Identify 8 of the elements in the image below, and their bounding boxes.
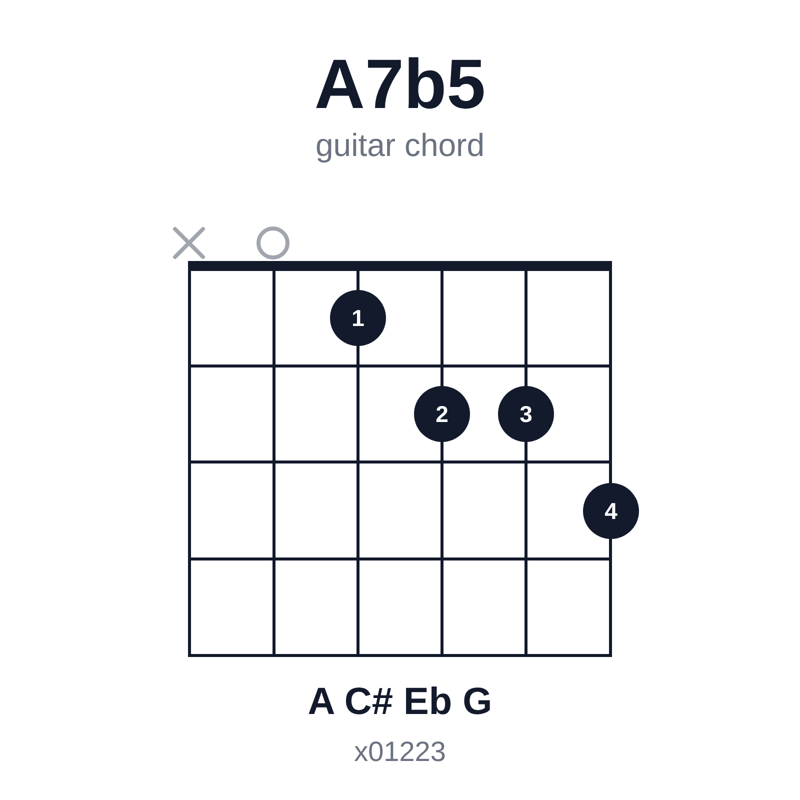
finger-dot: 3: [498, 386, 554, 442]
finger-dot: 1: [330, 290, 386, 346]
finger-dot: 4: [583, 483, 639, 539]
finger-dot: 2: [414, 386, 470, 442]
chord-notes: A C# Eb G: [308, 683, 492, 721]
chord-title: A7b5: [314, 49, 486, 119]
chord-type-label: guitar chord: [316, 129, 484, 161]
fingering-code: x01223: [354, 738, 446, 766]
